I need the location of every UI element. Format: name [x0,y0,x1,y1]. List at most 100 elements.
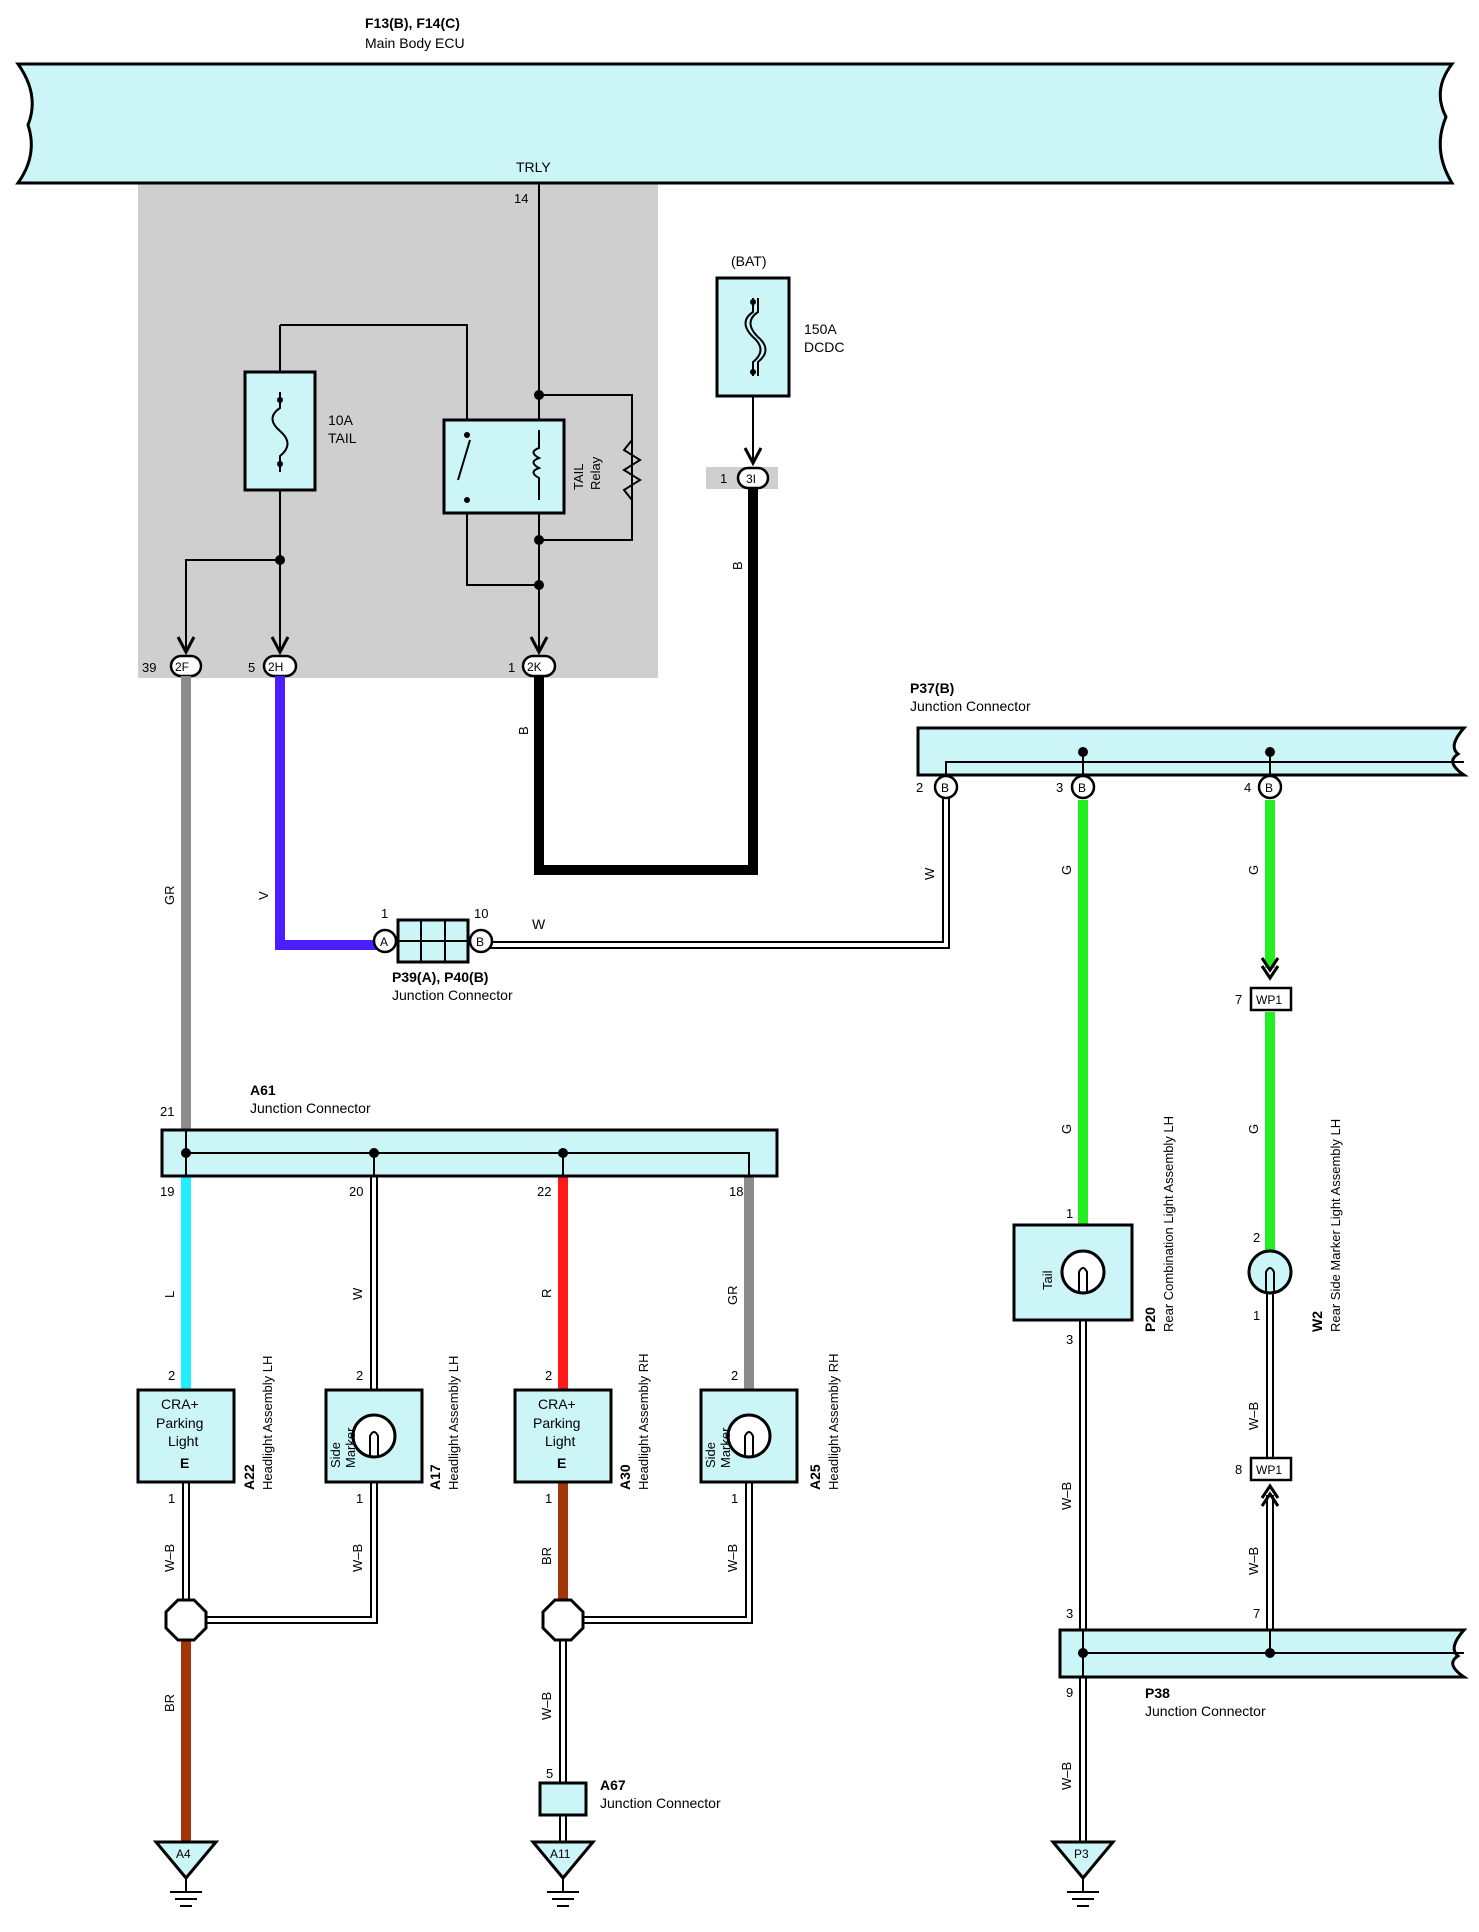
wp1-bottom-label: WP1 [1256,1463,1282,1477]
fuse-tail-rating: 10A [328,412,354,428]
a22-pin-in: 2 [168,1368,175,1383]
a17-bulb-icon [351,1413,397,1459]
a30-code: A30 [617,1464,633,1490]
ecu-terminal-2k-cavity: 2K [527,660,542,674]
a30-pin-out: 1 [545,1491,552,1506]
a61-out-pin-20: 20 [349,1184,363,1199]
fuse-tail: 10A TAIL [243,370,357,492]
load-a17-side-marker: 2 Side Marker 1 A17 Headlight Assembly L… [324,1356,461,1506]
p37-term-4: B [1265,781,1273,795]
p39-pin-b: 10 [474,906,488,921]
p37-pin-2: 2 [916,780,923,795]
p39-term-b: B [476,935,484,949]
ground-a11-label: A11 [550,1847,571,1861]
a22-pin-out: 1 [168,1491,175,1506]
ecu-terminal-2f-cavity: 2F [175,660,189,674]
p37-name: Junction Connector [910,698,1031,714]
ecu-junction-dots [275,390,544,590]
p39-code: P39(A), P40(B) [392,969,488,985]
p20-bulb-label: Tail [1040,1270,1055,1290]
ecu-internal-wiring [185,183,633,650]
a30-line3: Light [545,1433,575,1449]
tail-relay: TAIL Relay [442,418,642,515]
p20-name: Rear Combination Light Assembly LH [1161,1116,1176,1332]
ground-p3: P3 [1049,1840,1117,1907]
ground-a4: A4 [152,1840,220,1907]
ecu-terminal-2f: 2F 39 [142,636,203,678]
main-body-ecu: F13(B), F14(C) Main Body ECU TRLY 14 [15,15,1456,206]
ecu-terminal-trly: TRLY [516,159,551,175]
a25-name: Headlight Assembly RH [826,1353,841,1490]
p39-name: Junction Connector [392,987,513,1003]
relay-line2: Relay [588,456,603,490]
a61-out-pin-18: 18 [729,1184,743,1199]
wire-label-w-p37: W [922,867,937,880]
wire-label-wb-w2: W–B [1246,1402,1261,1430]
ecu-terminal-2h-cavity: 2H [268,660,283,674]
a30-name: Headlight Assembly RH [636,1353,651,1490]
a61-in-pin: 21 [160,1104,174,1119]
ground-a11: A11 [529,1840,597,1907]
wire-label-wb-a25: W–B [725,1544,740,1572]
wire-b-2k-to-bat [534,489,758,875]
ecu-terminal-2k: 2K 1 [508,636,557,678]
wire-label-wb-p3: W–B [1059,1762,1074,1790]
a61-out-pin-19: 19 [160,1184,174,1199]
a17-name: Headlight Assembly LH [446,1356,461,1490]
wire-label-w-p39: W [532,916,546,932]
a30-line1: CRA+ [538,1396,576,1412]
fuse-dcdc: (BAT) 150A DCDC [715,253,844,398]
load-a25-side-marker: 2 Side Marker 1 A25 Headlight Assembly R… [699,1353,841,1506]
white-wires [182,794,1274,1842]
fuse-dcdc-source: (BAT) [731,253,767,269]
fuse-dcdc-name: DCDC [804,339,844,355]
wp1-bottom-pin: 8 [1235,1462,1242,1477]
load-p20-tail-light: 1 Tail 3 P20 Rear Combination Light Asse… [1012,1116,1176,1347]
a22-name: Headlight Assembly LH [260,1356,275,1490]
wire-label-g-p20: G [1059,1124,1074,1134]
wire-label-g-p37-4: G [1246,865,1261,875]
ecu-terminal-2h-pin: 5 [248,660,255,675]
wire-label-v: V [256,891,271,900]
bat-terminal-3i: 3I 1 [706,466,778,490]
bat-arrow [743,447,763,467]
wire-label-l: L [162,1291,177,1298]
p20-pin-in: 1 [1066,1206,1073,1221]
splice-right [541,1598,585,1642]
p38-pin-right: 7 [1253,1606,1260,1621]
p20-pin-out: 3 [1066,1332,1073,1347]
p39-term-a: A [380,935,388,949]
a30-ground-mark: E [557,1455,566,1471]
ecu-internal-area [138,180,658,678]
p37-pin-4: 4 [1244,780,1251,795]
a22-line3: Light [168,1433,198,1449]
wire-label-wb-p20: W–B [1059,1482,1074,1510]
p38-pin-out: 9 [1066,1685,1073,1700]
wp1-top-label: WP1 [1256,993,1282,1007]
junction-connector-p39-p40: A B 1 10 P39(A), P40(B) Junction Connect… [372,906,513,1003]
a61-out-pin-22: 22 [537,1184,551,1199]
colored-wires [181,489,1275,1842]
p38-name: Junction Connector [1145,1703,1266,1719]
load-w2-side-marker: 2 1 W2 Rear Side Marker Light Assembly L… [1247,1119,1343,1332]
a22-line1: CRA+ [161,1396,199,1412]
a17-pin-in: 2 [356,1368,363,1383]
bat-terminal-cavity: 3I [746,472,756,486]
load-a30-parking-light: 2 CRA+ Parking Light E 1 A30 Headlight A… [513,1353,651,1506]
p38-code: P38 [1145,1685,1170,1701]
bat-terminal-pin: 1 [720,471,727,486]
fuse-tail-name: TAIL [328,430,357,446]
load-a22-parking-light: 2 CRA+ Parking Light E 1 A22 Headlight A… [136,1356,275,1506]
relay-line1: TAIL [571,464,586,491]
a17-line1: Side [328,1442,343,1468]
w2-pin-in: 2 [1253,1230,1260,1245]
a25-line2: Marker [718,1427,733,1468]
junction-connector-a67: 5 A67 Junction Connector [538,1766,721,1817]
a67-name: Junction Connector [600,1795,721,1811]
a22-line2: Parking [156,1415,203,1431]
w2-bulb-icon [1247,1249,1293,1295]
wire-label-g-p37-3: G [1059,865,1074,875]
wire-label-br-a30: BR [539,1547,554,1565]
wire-label-wb-a67: W–B [539,1692,554,1720]
